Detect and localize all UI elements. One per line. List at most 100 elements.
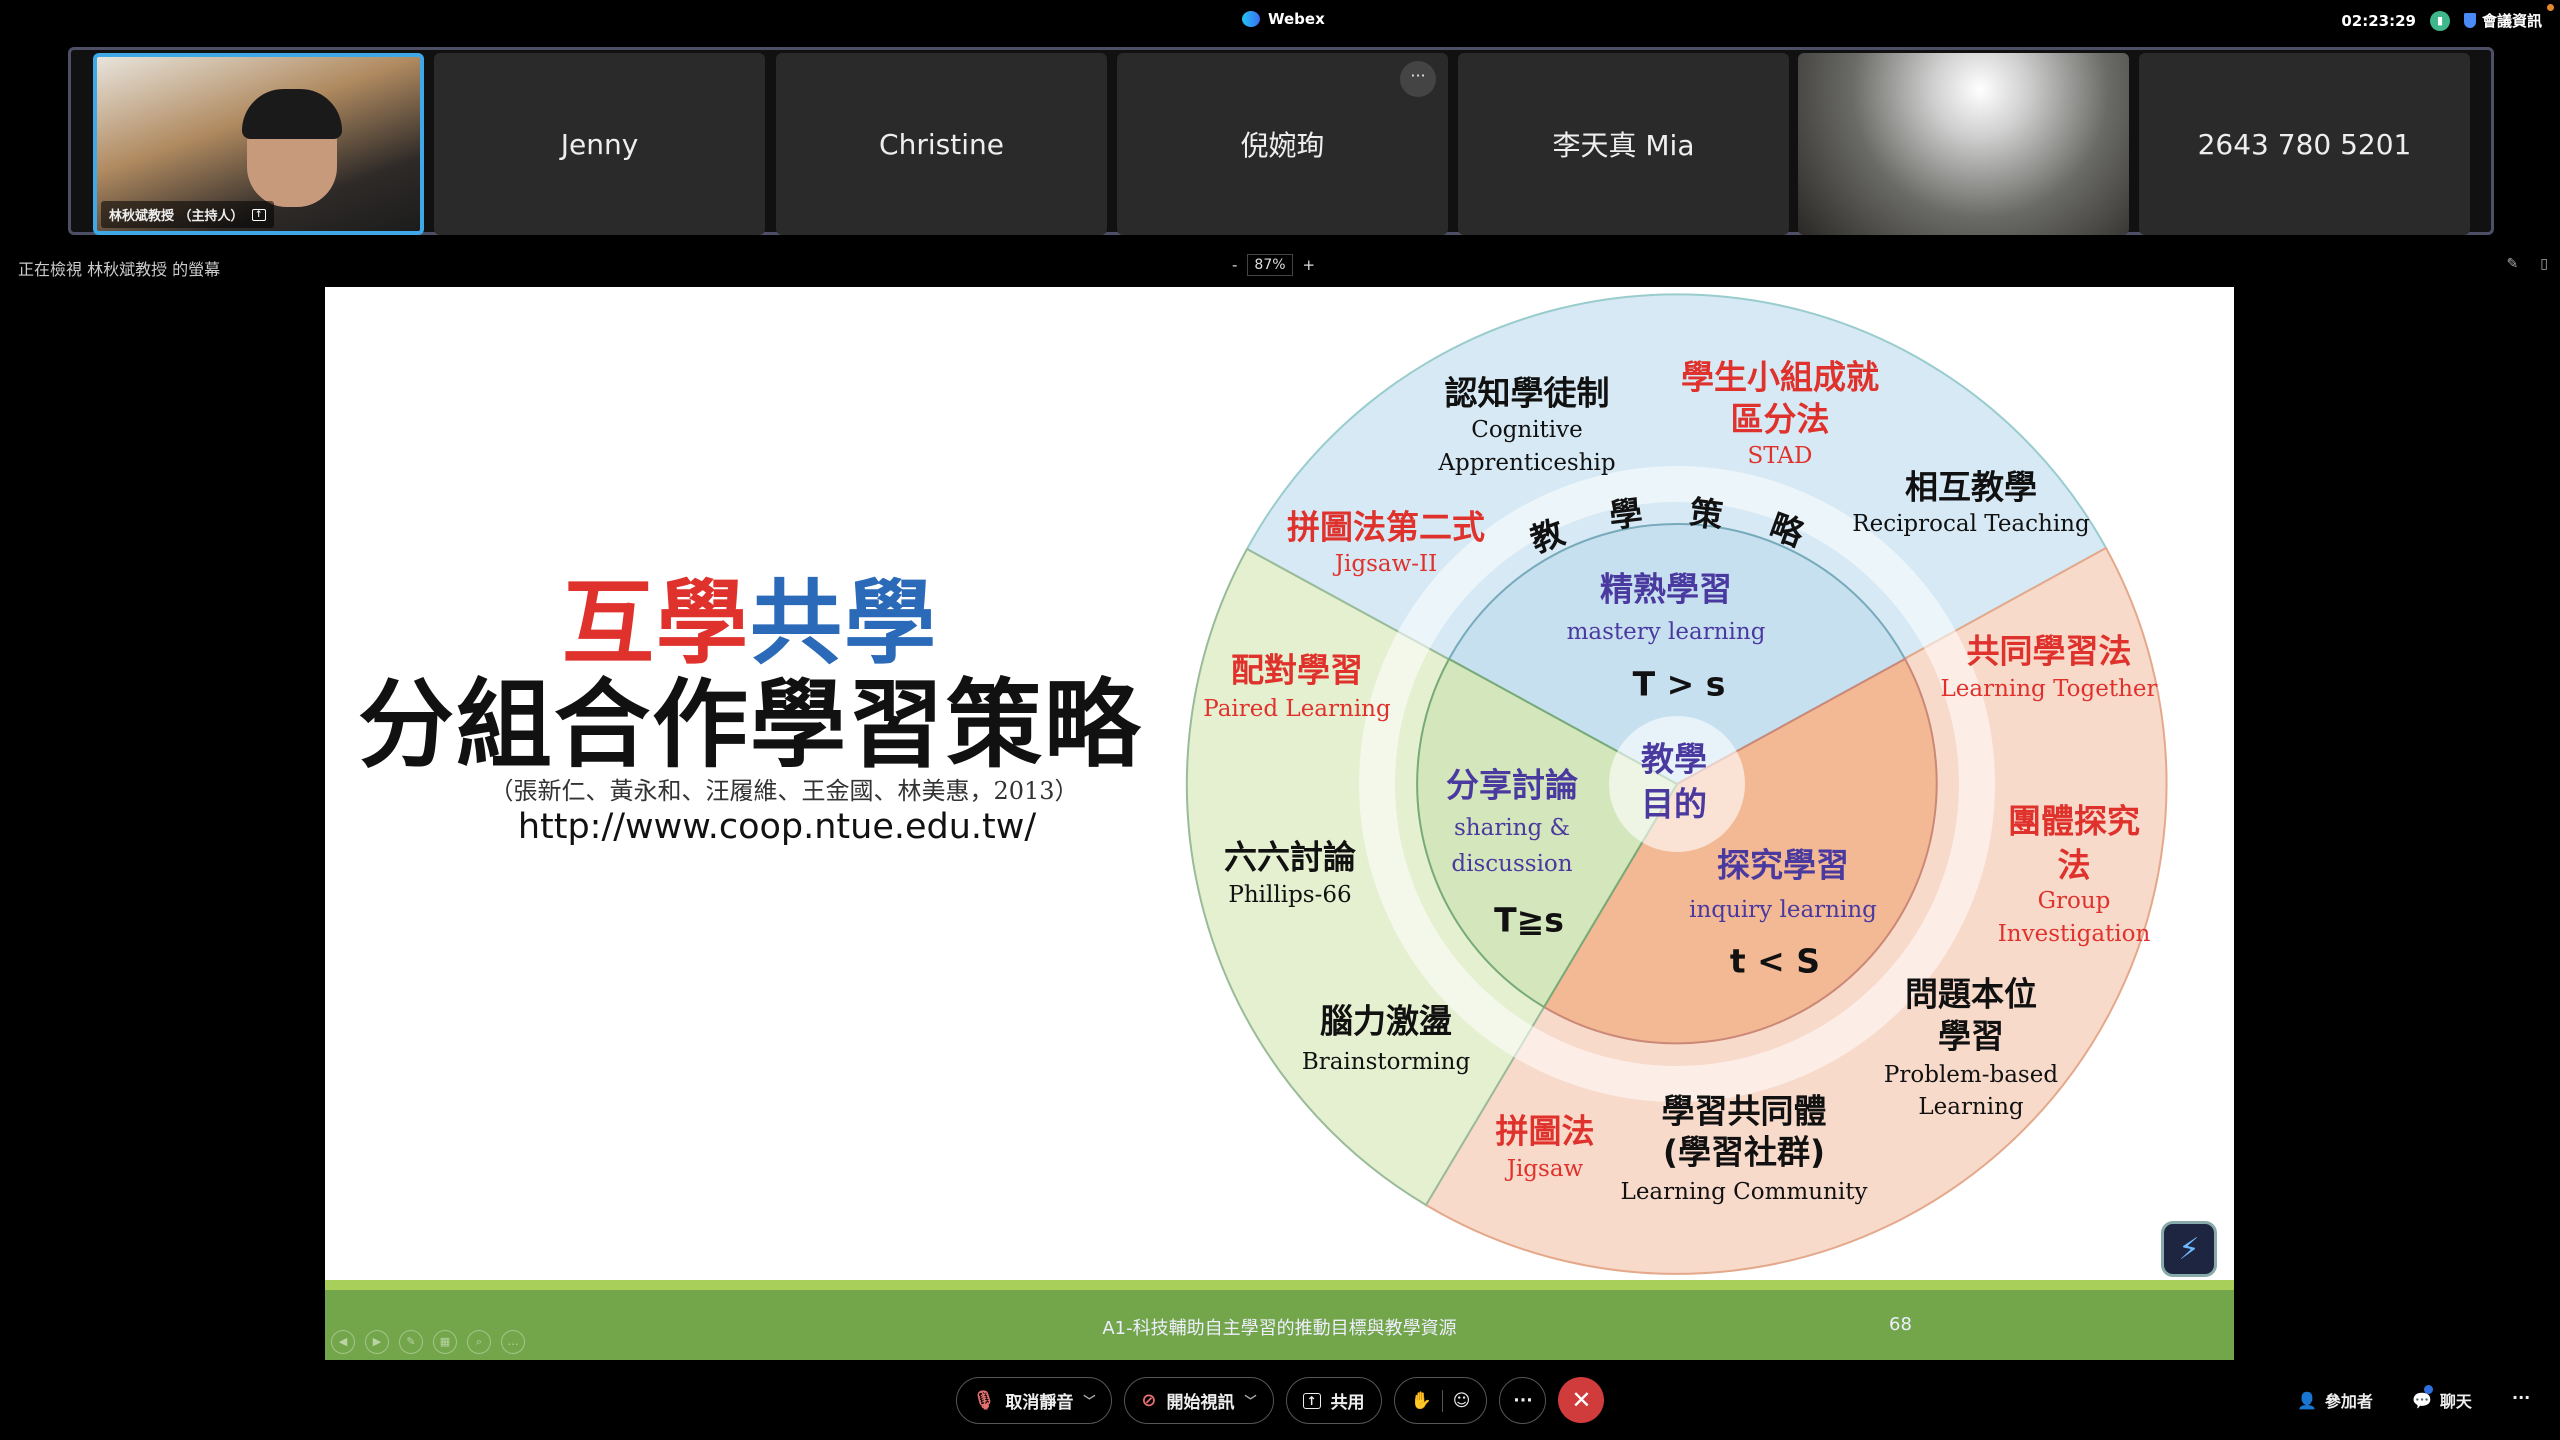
next-slide-icon[interactable]: ▶ [365,1330,389,1354]
chat-label: 聊天 [2439,1392,2472,1411]
start-video-label: 開始視訊 [1166,1393,1235,1413]
more-options-button[interactable]: ··· [1499,1377,1547,1424]
slide-subtitle: 分組合作學習策略 [358,669,1142,781]
label-stad-en: STAD [1748,443,1813,469]
app-name: Webex [1268,10,1325,28]
participant-tile-host[interactable]: 林秋斌教授 （主持人） ↑ [93,53,424,235]
label-mastery-en: mastery learning [1567,619,1766,645]
participant-name: 李天真 Mia [1552,129,1695,162]
footer-text: A1-科技輔助自主學習的推動目標與教學資源 [1102,1318,1457,1339]
title-part-red: 互學 [561,570,750,677]
participant-tile[interactable]: 李天真 Mia [1458,53,1789,235]
chevron-down-icon[interactable]: ﹀ [1083,1394,1096,1408]
zoom-icon[interactable]: ⌕ [467,1330,491,1354]
ring-label: 策 [1687,493,1725,536]
more-icon[interactable]: … [501,1330,525,1354]
app-title: Webex [1242,10,1325,28]
sector-blue-inner [1447,522,1907,786]
slides-icon[interactable]: ▦ [433,1330,457,1354]
participant-name: 倪婉珣 [1240,129,1325,162]
label-paired-en: Paired Learning [1203,696,1391,722]
sector-orange-inner [1542,657,1938,1045]
label-pbl-en: Problem-based [1884,1062,2058,1088]
shared-slide: 互學共學 分組合作學習策略 （張新仁、黃永和、汪履維、王金國、林美惠，2013）… [325,287,2234,1360]
leave-meeting-button[interactable]: ✕ [1558,1377,1605,1423]
chat-button[interactable]: 💬聊天 [2412,1384,2472,1412]
start-video-button[interactable]: ⊘ 開始視訊 ﹀ [1124,1377,1274,1424]
prev-slide-icon[interactable]: ◀ [331,1330,355,1354]
label-group: 團體探究 [2008,802,2140,841]
webex-logo-icon [1242,11,1260,27]
label-reciprocal-en: Reciprocal Teaching [1852,511,2090,537]
participant-name: 林秋斌教授 （主持人） [109,209,244,224]
label-group: 法 [2058,846,2091,885]
label-mastery: 精熟學習 [1600,570,1732,609]
participants-button[interactable]: 👤參加者 [2297,1388,2373,1412]
chevron-down-icon[interactable]: ﹀ [1244,1394,1257,1408]
zoom-out-button[interactable]: - [1232,256,1238,274]
slide-footer: A1-科技輔助自主學習的推動目標與教學資源 68 ◀ ▶ ✎ ▦ ⌕ … [325,1280,2234,1360]
zoom-controls: - 87% + [1232,254,1315,276]
label-reciprocal: 相互教學 [1905,468,2037,507]
meeting-toolbar: 🎙取消靜音﹀ ⊘開始視訊﹀ ↑共用 ✋☺ ··· ✕ [0,1377,2560,1425]
zoom-in-button[interactable]: + [1302,256,1316,274]
slide-url: http://www.coop.ntue.edu.tw/ [517,807,1037,847]
participant-tile[interactable]: 倪婉珣 ··· [1117,53,1448,235]
label-community-en: Learning Community [1621,1179,1868,1205]
meeting-info-button[interactable]: 會議資訊 [2463,10,2542,31]
unmute-button[interactable]: 🎙取消靜音﹀ [955,1377,1113,1424]
share-label: 共用 [1330,1393,1365,1413]
sharing-icon: ↑ [251,208,266,221]
overflow-menu-button[interactable]: ··· [2512,1388,2531,1407]
label-phillips-en: Phillips-66 [1228,882,1351,908]
notification-dot [2547,4,2554,11]
page-number: 68 [1889,1314,1912,1335]
label-pbl: 問題本位 [1905,975,2037,1014]
label-community: 學習共同體 [1662,1092,1827,1131]
tile-more-button[interactable]: ··· [1400,61,1436,97]
slide-nav-controls: ◀ ▶ ✎ ▦ ⌕ … [331,1330,525,1354]
pen-icon[interactable]: ✎ [399,1330,423,1354]
emoji-icon[interactable]: ☺ [1452,1390,1471,1411]
floating-app-icon[interactable]: ⚡ [2161,1221,2217,1277]
connection-signal-icon[interactable]: ▮ [2429,10,2450,31]
formula-sharing: T≧s [1494,901,1564,940]
share-button[interactable]: ↑ 共用 [1285,1377,1382,1424]
label-jigsaw-en: Jigsaw [1505,1156,1584,1182]
remote-control-icon[interactable]: ▯ [2540,256,2548,272]
formula-inquiry: t < S [1730,942,1820,981]
chat-unread-dot [2424,1384,2433,1394]
formula-mastery: T > s [1633,665,1726,704]
participant-name: 2643 780 5201 [2197,127,2412,161]
label-phillips: 六六討論 [1224,838,1356,877]
title-bar: Webex 02:23:29 ▮ 會議資訊 [0,0,2560,44]
center-label: 目的 [1641,785,1707,824]
label-sharing-en: discussion [1451,851,1572,877]
video-off-icon: ⊘ [1141,1390,1157,1411]
annotate-icon[interactable]: ✎ [2506,256,2519,272]
shield-icon [2463,13,2476,28]
label-inquiry-en: inquiry learning [1689,897,1877,923]
participant-tile[interactable]: Jenny [434,53,765,235]
center-label: 教學 [1641,740,1707,779]
label-sharing: 分享討論 [1446,766,1578,805]
unmute-label: 取消靜音 [1005,1393,1074,1413]
participant-video [242,89,342,207]
label-group-en: Group [2038,888,2111,914]
meeting-time: 02:23:29 [2341,11,2416,30]
label-stad: 區分法 [1731,400,1830,439]
label-pbl-en: Learning [1918,1094,2024,1120]
participants-icon: 👤 [2297,1390,2317,1410]
label-together: 共同學習法 [1967,632,2132,671]
ring-band [1359,466,1995,1102]
label-jigsaw2-en: Jigsaw-II [1333,551,1437,577]
participant-tile[interactable]: 2643 780 5201 [2139,53,2470,235]
raise-hand-icon[interactable]: ✋ [1410,1390,1432,1411]
zoom-level[interactable]: 87% [1247,254,1293,276]
strategy-diagram: 認知學徒制 Cognitive Apprenticeship 相互教學 Reci… [1185,293,2168,1275]
share-icon: ↑ [1302,1392,1321,1409]
label-brainstorm: 腦力激盪 [1320,1002,1452,1041]
participant-tile-video[interactable] [1798,53,2129,235]
participant-tile[interactable]: Christine [776,53,1107,235]
label-community: (學習社群) [1663,1133,1825,1172]
